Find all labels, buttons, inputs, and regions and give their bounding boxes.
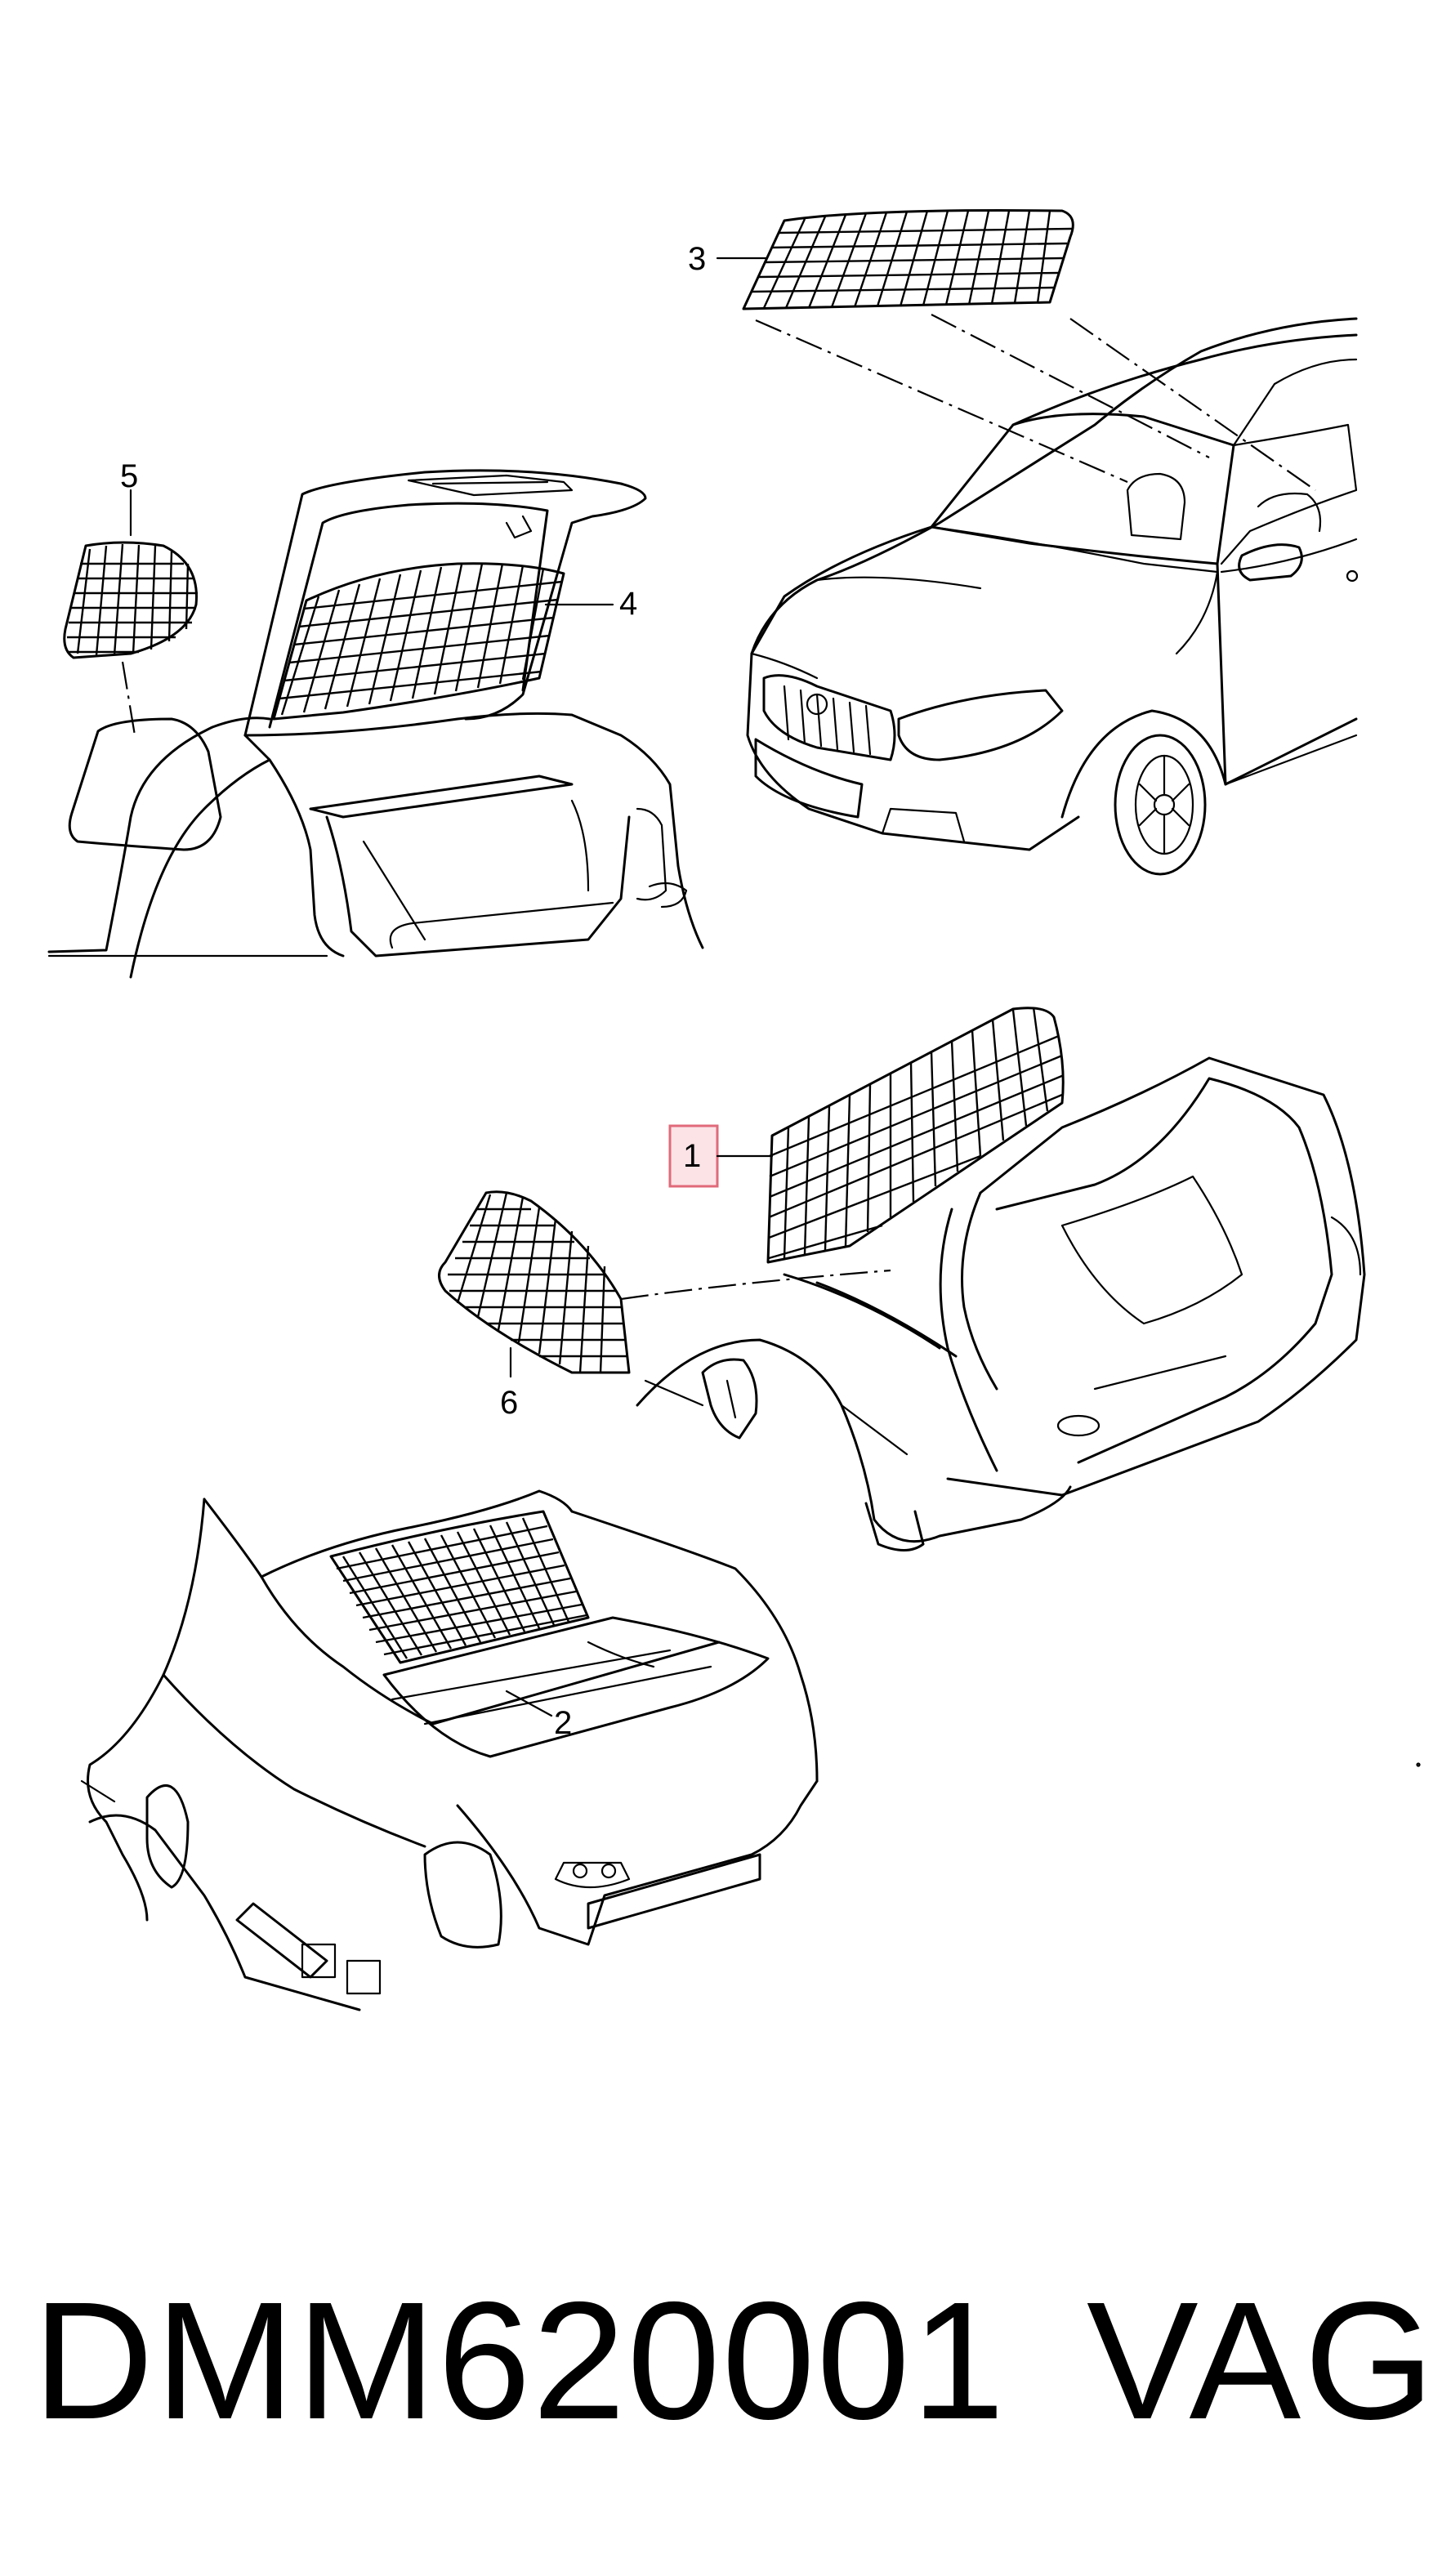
callout-6: 6 — [500, 1385, 518, 1421]
sedan-open-trunk-illustration — [47, 469, 704, 979]
brand-label: VAG — [1087, 2267, 1438, 2454]
callout-3: 3 — [688, 241, 706, 277]
hatchback-front-illustration — [746, 317, 1359, 876]
part-code: DMM620001 — [33, 2267, 1007, 2454]
part-5-window-mesh — [63, 541, 198, 659]
callout-5: 5 — [120, 458, 138, 494]
part-3-windshield-mesh — [742, 209, 1074, 310]
sedan-trunk-illustration — [80, 1489, 819, 2011]
part-4-lid-mesh — [279, 563, 563, 716]
parts-diagram: 5 4 — [47, 209, 1421, 2011]
callout-2: 2 — [554, 1705, 572, 1741]
part-1-cargo-window-mesh — [766, 1007, 1065, 1264]
footer: DMM620001 VAG — [0, 2271, 1451, 2451]
estate-cargo-illustration — [636, 1056, 1366, 1551]
callout-1-highlight — [668, 1124, 719, 1188]
part-2-seatback-mesh — [336, 1517, 587, 1659]
part-6-quarter-window-mesh — [438, 1190, 631, 1374]
callout-4: 4 — [619, 586, 637, 622]
callout-1: 1 — [683, 1138, 701, 1174]
